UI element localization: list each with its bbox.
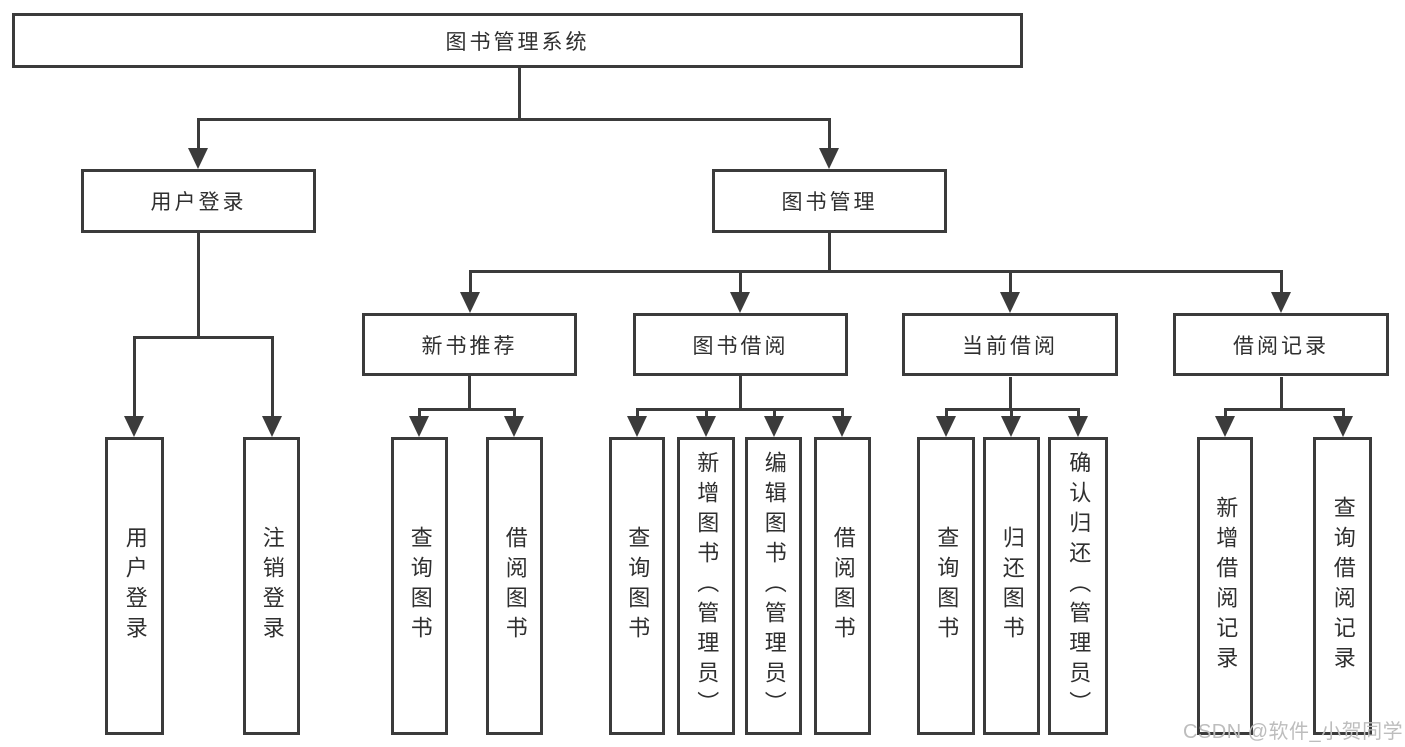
node-root: 图书管理系统 — [12, 13, 1023, 68]
node-user-login: 用户登录 — [81, 169, 316, 233]
connector-group-stem — [1009, 377, 1012, 410]
leaf-label: 借阅图书 — [830, 526, 856, 646]
arrow-down-icon — [832, 416, 852, 437]
leaf-query-book: 查询图书 — [609, 437, 665, 735]
node-book-borrow: 图书借阅 — [633, 313, 848, 376]
leaf-borrow-book: 借阅图书 — [814, 437, 871, 735]
node-book-management: 图书管理 — [712, 169, 947, 233]
node-label: 图书借阅 — [692, 334, 789, 358]
connector-group-bar — [418, 408, 516, 411]
connector-drop-book-management — [828, 118, 831, 150]
connector-drop — [739, 270, 742, 294]
arrow-down-icon — [1001, 416, 1021, 437]
leaf-label: 查询图书 — [407, 526, 433, 646]
leaf-label: 查询图书 — [934, 526, 960, 646]
arrow-down-icon — [936, 416, 956, 437]
node-current-borrow: 当前借阅 — [902, 313, 1118, 376]
node-label: 借阅记录 — [1233, 334, 1329, 358]
arrow-down-icon — [730, 292, 750, 313]
leaf-label: 新增图书（管理员） — [694, 451, 720, 721]
leaf-label: 借阅图书 — [502, 526, 528, 646]
connector-group-bar — [1224, 408, 1344, 411]
node-user-login-label: 用户登录 — [150, 191, 247, 214]
arrow-down-icon — [1271, 292, 1291, 313]
connector-drop — [1224, 408, 1227, 418]
connector-drop — [841, 408, 844, 418]
leaf-query-borrow-record: 查询借阅记录 — [1313, 437, 1372, 735]
leaf-label: 查询借阅记录 — [1330, 496, 1356, 676]
leaf-logout: 注销登录 — [243, 437, 300, 735]
leaf-query-book: 查询图书 — [917, 437, 975, 735]
arrow-down-icon — [504, 416, 524, 437]
leaf-user-login: 用户登录 — [105, 437, 164, 735]
connector-book-management-stem — [828, 233, 831, 272]
connector-drop — [1280, 270, 1283, 294]
leaf-label: 新增借阅记录 — [1213, 496, 1239, 676]
node-book-management-label: 图书管理 — [781, 191, 878, 214]
connector-user-login-bar — [133, 336, 274, 339]
connector-root-bar — [197, 118, 831, 121]
connector-drop — [133, 336, 136, 418]
arrow-down-icon — [262, 416, 282, 437]
connector-drop — [271, 336, 274, 418]
connector-drop — [513, 408, 516, 418]
arrow-down-icon — [819, 148, 839, 169]
leaf-label: 用户登录 — [122, 526, 148, 646]
csdn-watermark: CSDN @软件_小贺同学 — [1183, 721, 1404, 743]
connector-drop — [469, 270, 472, 294]
leaf-add-borrow-record: 新增借阅记录 — [1197, 437, 1253, 735]
arrow-down-icon — [1333, 416, 1353, 437]
arrow-down-icon — [1000, 292, 1020, 313]
arrow-down-icon — [627, 416, 647, 437]
arrow-down-icon — [764, 416, 784, 437]
connector-group-stem — [468, 376, 471, 410]
arrow-down-icon — [696, 416, 716, 437]
leaf-label: 编辑图书（管理员） — [761, 451, 787, 721]
arrow-down-icon — [409, 416, 429, 437]
leaf-add-book-admin: 新增图书（管理员） — [677, 437, 735, 735]
leaf-edit-book-admin: 编辑图书（管理员） — [745, 437, 802, 735]
connector-drop — [1009, 270, 1012, 294]
node-label: 当前借阅 — [962, 334, 1058, 358]
leaf-borrow-book: 借阅图书 — [486, 437, 543, 735]
connector-group-stem — [739, 376, 742, 410]
leaf-label: 归还图书 — [999, 526, 1025, 646]
leaf-confirm-return-admin: 确认归还（管理员） — [1048, 437, 1108, 735]
leaf-label: 查询图书 — [625, 526, 651, 646]
connector-drop — [636, 408, 639, 418]
arrow-down-icon — [1215, 416, 1235, 437]
node-root-label: 图书管理系统 — [445, 30, 590, 54]
arrow-down-icon — [124, 416, 144, 437]
leaf-query-book: 查询图书 — [391, 437, 448, 735]
connector-root-stem — [518, 68, 521, 120]
arrow-down-icon — [188, 148, 208, 169]
leaf-label: 注销登录 — [259, 526, 285, 646]
node-new-book-recommend: 新书推荐 — [362, 313, 577, 376]
node-borrow-record: 借阅记录 — [1173, 313, 1389, 376]
connector-drop — [418, 408, 421, 418]
connector-drop — [705, 408, 708, 418]
node-label: 新书推荐 — [421, 334, 518, 358]
connector-group-stem — [1280, 377, 1283, 410]
connector-group-bar — [636, 408, 844, 411]
connector-book-management-bar — [469, 270, 1283, 273]
arrow-down-icon — [460, 292, 480, 313]
connector-drop — [1077, 408, 1080, 418]
connector-drop — [945, 408, 948, 418]
connector-drop — [1342, 408, 1345, 418]
connector-drop — [1010, 408, 1013, 418]
arrow-down-icon — [1068, 416, 1088, 437]
connector-drop-user-login — [197, 118, 200, 150]
connector-user-login-stem — [197, 233, 200, 338]
connector-drop — [773, 408, 776, 418]
leaf-return-book: 归还图书 — [983, 437, 1040, 735]
leaf-label: 确认归还（管理员） — [1066, 451, 1092, 721]
